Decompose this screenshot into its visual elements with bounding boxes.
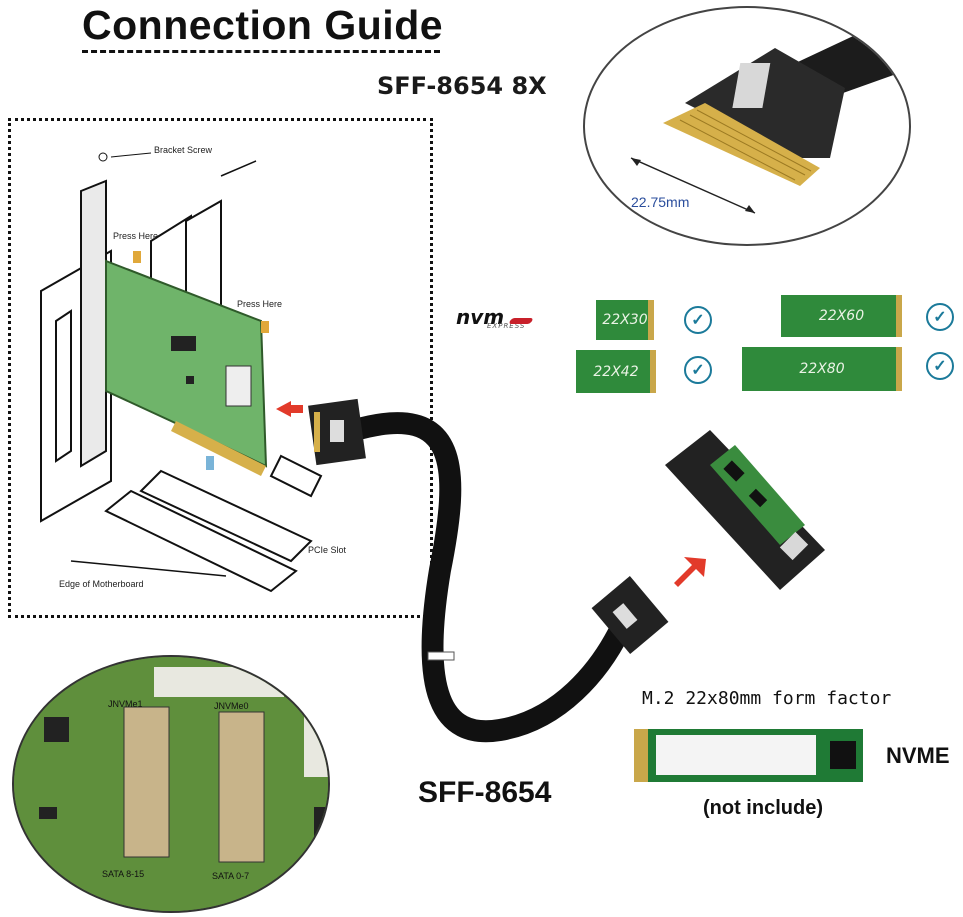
- cable-label: SFF-8654: [418, 776, 552, 809]
- check-icon: ✓: [926, 303, 954, 331]
- m2-adapter-board: [665, 430, 825, 590]
- sata-right-label: SATA 0-7: [212, 871, 250, 881]
- connector-width-label: 22.75mm: [631, 194, 690, 210]
- ssd-chip: [830, 741, 856, 769]
- ssd-size-chip: 22X80: [742, 347, 902, 391]
- nvme-logo: nvm: [456, 305, 505, 329]
- press-here-label-2: Press Here: [237, 299, 283, 309]
- check-icon: ✓: [684, 306, 712, 334]
- sff-cable: [308, 398, 669, 743]
- check-icon: ✓: [926, 352, 954, 380]
- ssd-gold-fingers: [634, 729, 648, 782]
- ssd-size-chip: 22X30: [596, 300, 654, 340]
- jnvme0-label: JNVMe0: [214, 701, 249, 711]
- nvme-logo-sub: EXPRESS: [487, 322, 526, 330]
- installation-diagram: Bracket Screw Press Here Press Here PCIe…: [8, 118, 433, 618]
- motherboard-closeup: JNVMe1 JNVMe0 SATA 8-15 SATA 0-7 AMI: [12, 655, 330, 913]
- nvme-logo-swoosh: [508, 318, 534, 324]
- press-here-label-1: Press Here: [113, 231, 159, 241]
- pcie-slot-label: PCIe Slot: [308, 545, 347, 555]
- title-underline: [82, 50, 440, 53]
- ssd-size-chip: 22X42: [576, 350, 656, 393]
- pcie-card-illustration: [40, 152, 323, 593]
- ssd-type-label: NVME: [886, 743, 950, 768]
- bracket-screw-label: Bracket Screw: [154, 145, 213, 155]
- page-title: Connection Guide: [82, 2, 444, 48]
- ami-label: AMI: [308, 701, 325, 711]
- connector-illustration: [630, 9, 909, 214]
- arrow-icon: [674, 557, 706, 587]
- m2-ssd: [634, 729, 863, 782]
- jnvme1-label: JNVMe1: [108, 699, 143, 709]
- sata-left-label: SATA 8-15: [102, 869, 145, 879]
- ssd-size-chip: 22X60: [781, 295, 902, 337]
- check-icon: ✓: [684, 356, 712, 384]
- motherboard-illustration: [14, 657, 328, 911]
- form-factor-label: M.2 22x80mm form factor: [642, 688, 892, 709]
- motherboard-edge-label: Edge of Motherboard: [59, 579, 144, 589]
- cable-type-label: SFF-8654 8X: [377, 72, 547, 100]
- ssd-label-sticker: [656, 735, 816, 775]
- not-included-note: (not include): [703, 797, 823, 819]
- connector-closeup: [583, 6, 911, 246]
